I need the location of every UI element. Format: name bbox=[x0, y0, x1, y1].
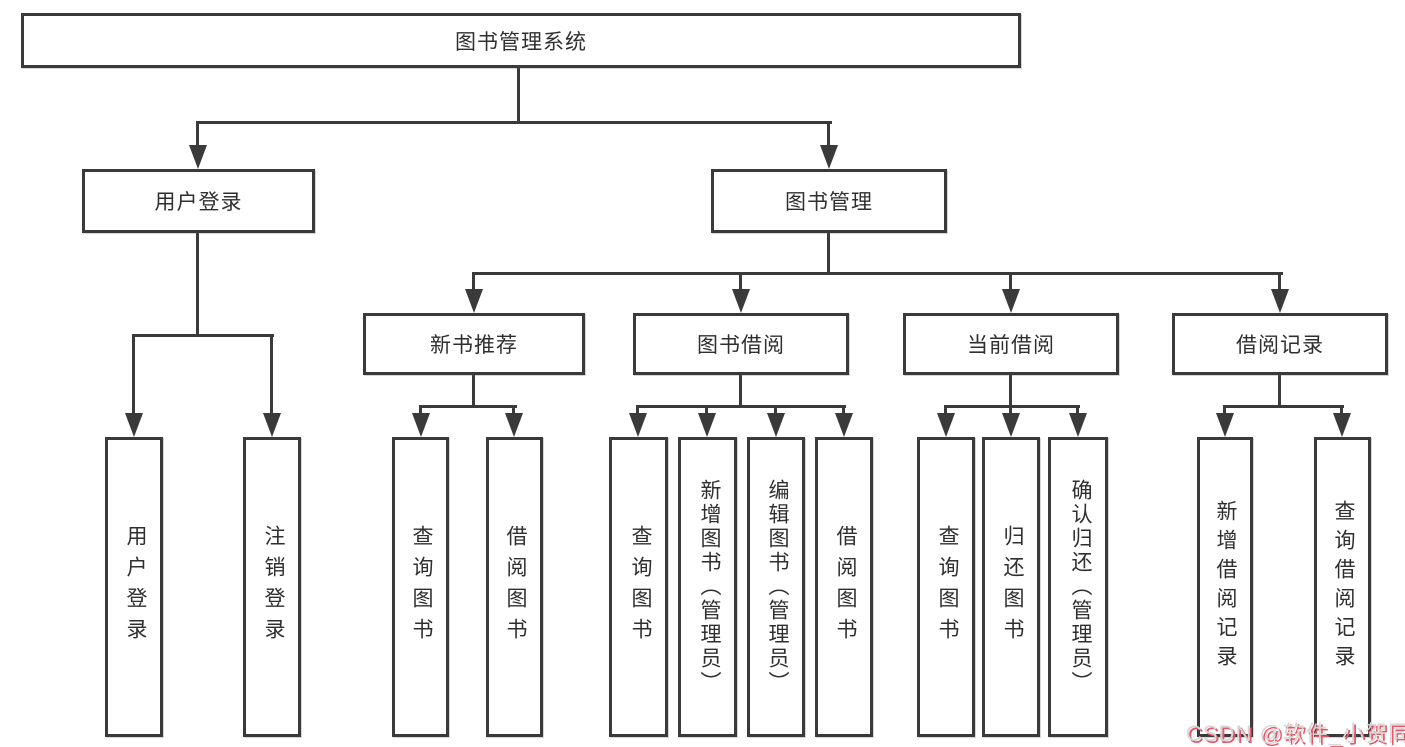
node-library-system: 图书管理系统 bbox=[21, 13, 1021, 68]
connector-user-login-rail bbox=[132, 334, 274, 337]
leaf-return-books: 归还图书 bbox=[982, 437, 1040, 737]
connector-borrowing-records-stem bbox=[1278, 375, 1281, 407]
connector-stub-cb-query bbox=[944, 405, 947, 415]
connector-stub-borrowing-records bbox=[1278, 272, 1281, 292]
connector-root-stem bbox=[517, 68, 520, 124]
connector-stub-nb-query bbox=[419, 405, 422, 415]
connector-stub-new-book bbox=[472, 272, 475, 292]
connector-stub-cb-confirm bbox=[1076, 405, 1079, 415]
connector-stub-nb-borrow bbox=[512, 405, 515, 415]
connector-stub-br-query bbox=[1340, 405, 1343, 415]
connector-stub-br-add bbox=[1223, 405, 1226, 415]
leaf-add-book-admin: 新增图书（管理员） bbox=[678, 437, 737, 737]
leaf-query-books-current: 查询图书 bbox=[917, 437, 975, 737]
arrowhead-book-management-icon bbox=[820, 145, 838, 169]
connector-stub-current-borrowing bbox=[1009, 272, 1012, 292]
node-book-borrowing: 图书借阅 bbox=[633, 313, 849, 375]
arrowhead-cb-confirm-icon bbox=[1069, 413, 1087, 437]
node-new-book-recommendation: 新书推荐 bbox=[363, 313, 585, 375]
connector-stub-cb-return bbox=[1009, 405, 1012, 415]
node-current-borrowing: 当前借阅 bbox=[903, 313, 1119, 375]
connector-book-management-rail bbox=[472, 272, 1283, 275]
leaf-query-books-recommend: 查询图书 bbox=[392, 437, 449, 737]
arrowhead-current-borrowing-icon bbox=[1002, 289, 1020, 313]
leaf-borrow-books: 借阅图书 bbox=[815, 437, 873, 737]
node-borrowing-records: 借阅记录 bbox=[1172, 313, 1388, 375]
connector-stub-book-management bbox=[827, 121, 830, 147]
arrowhead-borrowing-records-icon bbox=[1271, 289, 1289, 313]
connector-stub-bb-edit bbox=[774, 405, 777, 415]
arrowhead-new-book-icon bbox=[465, 289, 483, 313]
arrowhead-book-borrowing-icon bbox=[732, 289, 750, 313]
connector-user-login-stem bbox=[196, 233, 199, 336]
connector-stub-leaf-user-login bbox=[132, 334, 135, 416]
connector-current-borrowing-stem bbox=[1009, 375, 1012, 407]
arrowhead-nb-query-icon bbox=[412, 413, 430, 437]
connector-stub-book-borrowing bbox=[739, 272, 742, 292]
connector-book-management-stem bbox=[827, 233, 830, 275]
connector-stub-leaf-logout bbox=[270, 334, 273, 416]
connector-new-book-rail bbox=[419, 405, 517, 408]
leaf-user-login: 用户登录 bbox=[105, 437, 163, 737]
arrowhead-cb-return-icon bbox=[1002, 413, 1020, 437]
leaf-confirm-return-admin: 确认归还（管理员） bbox=[1048, 437, 1108, 737]
connector-book-borrowing-rail bbox=[636, 405, 846, 408]
connector-stub-bb-borrow bbox=[842, 405, 845, 415]
arrowhead-leaf-user-login-icon bbox=[125, 413, 143, 437]
connector-current-borrowing-rail bbox=[944, 405, 1080, 408]
node-book-management: 图书管理 bbox=[711, 169, 947, 233]
arrowhead-leaf-logout-icon bbox=[263, 413, 281, 437]
connector-stub-bb-query bbox=[636, 405, 639, 415]
arrowhead-bb-query-icon bbox=[629, 413, 647, 437]
arrowhead-bb-borrow-icon bbox=[835, 413, 853, 437]
arrowhead-br-add-icon bbox=[1216, 413, 1234, 437]
connector-root-rail bbox=[197, 121, 832, 124]
leaf-query-borrow-record: 查询借阅记录 bbox=[1314, 437, 1371, 737]
arrowhead-cb-query-icon bbox=[937, 413, 955, 437]
connector-stub-user-login bbox=[196, 121, 199, 147]
leaf-borrow-books-recommend: 借阅图书 bbox=[486, 437, 543, 737]
connector-borrowing-records-rail bbox=[1223, 405, 1344, 408]
node-user-login: 用户登录 bbox=[82, 169, 315, 233]
leaf-logout: 注销登录 bbox=[243, 437, 301, 737]
connector-stub-bb-add bbox=[705, 405, 708, 415]
leaf-edit-book-admin: 编辑图书（管理员） bbox=[747, 437, 805, 737]
leaf-add-borrow-record: 新增借阅记录 bbox=[1197, 437, 1253, 737]
connector-book-borrowing-stem bbox=[739, 375, 742, 407]
arrowhead-user-login-icon bbox=[189, 145, 207, 169]
arrowhead-bb-edit-icon bbox=[767, 413, 785, 437]
csdn-watermark: CSDN @软件_小贺同学 bbox=[1186, 721, 1405, 746]
arrowhead-bb-add-icon bbox=[698, 413, 716, 437]
arrowhead-nb-borrow-icon bbox=[505, 413, 523, 437]
arrowhead-br-query-icon bbox=[1333, 413, 1351, 437]
leaf-query-books-borrowing: 查询图书 bbox=[609, 437, 668, 737]
connector-new-book-stem bbox=[472, 375, 475, 407]
